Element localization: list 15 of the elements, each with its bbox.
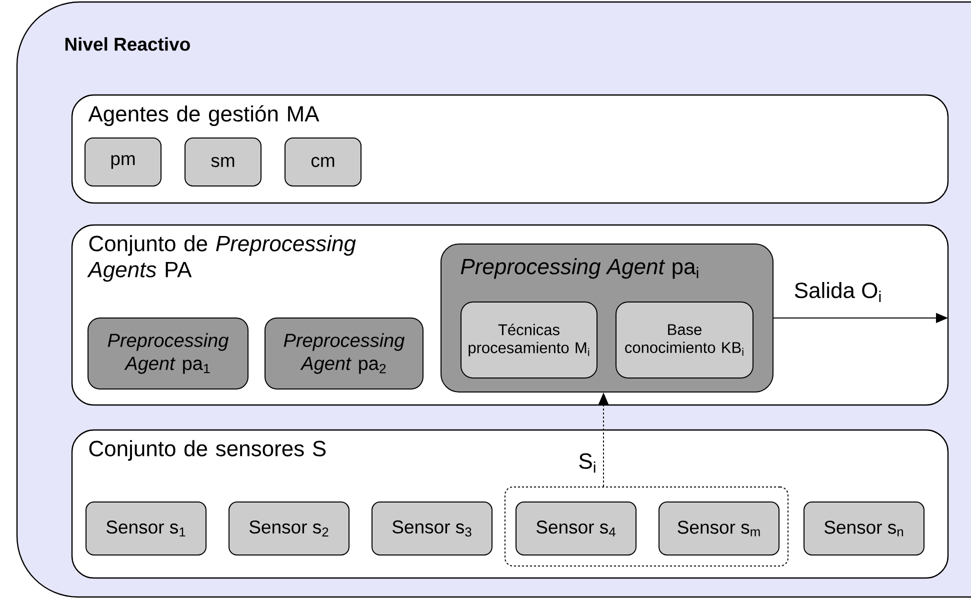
sensor-box: Sensor s$_{m}$ <box>658 502 780 556</box>
agent-box: Preprocessing Agent pa$_{2}$ <box>264 318 424 390</box>
sensor-box: Sensor s$_{2}$ <box>228 502 350 556</box>
agent-box: cm <box>284 138 362 186</box>
component-box: Base conocimiento KB$_{i}$ <box>616 302 754 378</box>
agent-box: pm <box>84 138 162 186</box>
agent-box: Preprocessing Agent pa$_{1}$ <box>88 318 248 390</box>
sensor-box: Sensor s$_{1}$ <box>86 502 206 556</box>
sensor-box: Sensor s$_{4}$ <box>516 502 636 556</box>
node-label: S$_{i}$ <box>579 453 596 473</box>
sensor-box: Sensor s$_{3}$ <box>372 502 492 556</box>
edge-label: Salida O$_{i}$ <box>792 281 884 303</box>
component-box: Técnicas procesamiento M$_{i}$ <box>460 302 598 378</box>
agent-box: sm <box>184 138 262 186</box>
sensor-box: Sensor s$_{n}$ <box>804 502 924 556</box>
